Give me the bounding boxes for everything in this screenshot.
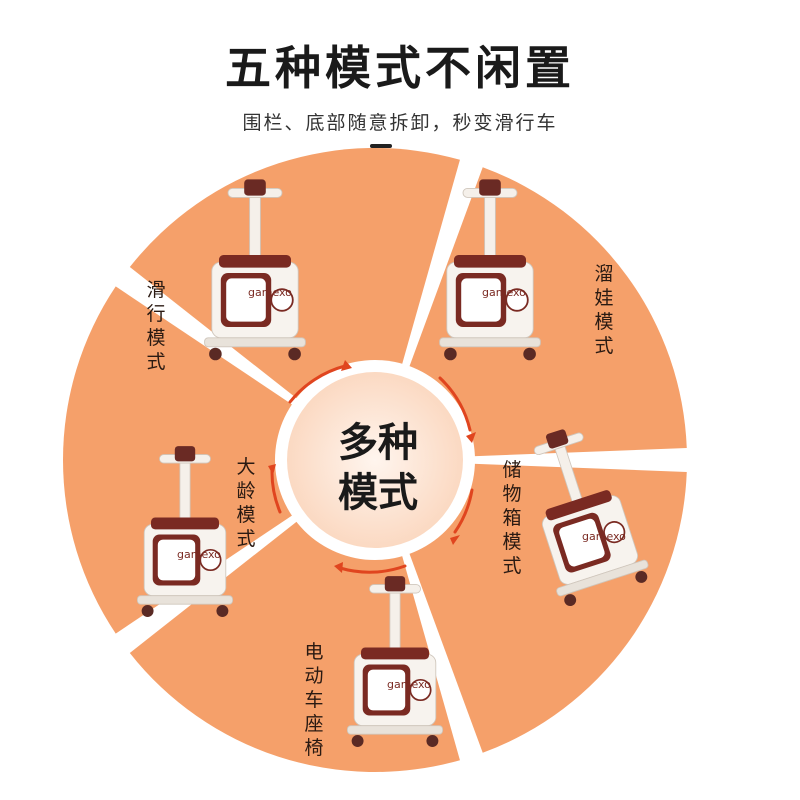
page-subtitle: 围栏、底部随意拆卸，秒变滑行车	[242, 112, 558, 134]
page-title: 五种模式不闲置	[225, 41, 575, 95]
brand-mark: gamexo	[177, 548, 221, 561]
brand-mark: gamexo	[248, 286, 292, 299]
mode-label-older: 大龄模式	[236, 456, 256, 550]
brand-mark: gamexo	[582, 530, 626, 543]
mode-label-glide: 滑行模式	[146, 279, 166, 373]
mode-label-ebike-seat: 电动车座椅	[304, 641, 324, 759]
mode-label-stroll: 溜娃模式	[594, 263, 614, 357]
title-divider	[370, 144, 392, 148]
brand-mark: gamexo	[387, 678, 431, 691]
mode-label-storage: 储物箱模式	[502, 459, 522, 577]
center-disc	[287, 372, 463, 548]
arrow-heads	[268, 360, 476, 573]
center-label-line2: 模式	[338, 470, 418, 516]
center-label: 多种 模式	[318, 418, 438, 518]
brand-mark: gamexo	[482, 286, 526, 299]
center-label-line1: 多种	[338, 420, 418, 466]
segment-older	[63, 286, 375, 634]
